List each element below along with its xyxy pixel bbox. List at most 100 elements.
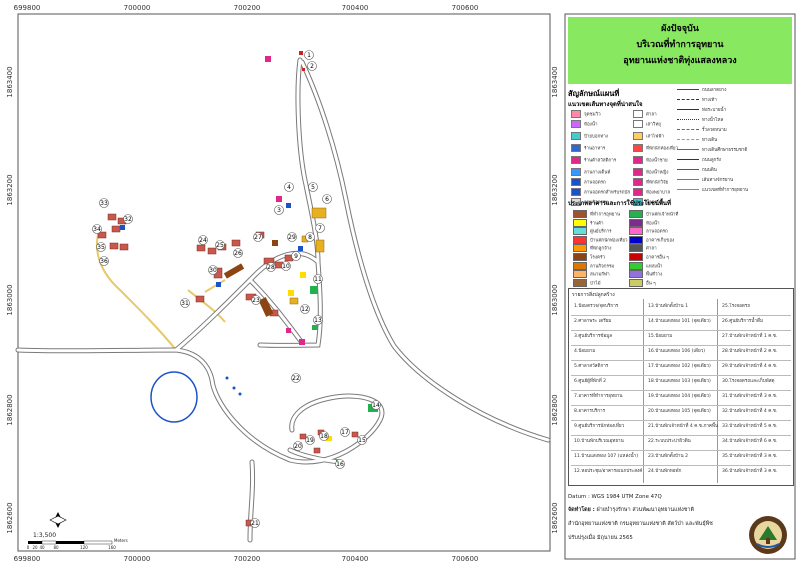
landuse-item-8: ที่พักลูกจ้าง <box>573 244 612 253</box>
table-divider-1 <box>643 299 644 483</box>
marker-26[interactable]: 26 <box>233 248 243 258</box>
landuse-swatch-16 <box>573 278 587 287</box>
house-15[interactable] <box>351 431 359 438</box>
marker-27[interactable]: 27 <box>253 232 263 242</box>
marker-13[interactable]: 13 <box>313 315 323 325</box>
marker-33[interactable]: 33 <box>99 198 109 208</box>
marker-20[interactable]: 20 <box>293 441 303 451</box>
house-33[interactable] <box>107 213 117 221</box>
marker-34[interactable]: 34 <box>92 224 102 234</box>
marker-5-label: 5 <box>311 184 315 191</box>
marker-16-label: 16 <box>336 461 344 468</box>
table-row-line <box>571 330 791 331</box>
building-entry-30: 30.โรงจอดรถและเก็บพัสดุ <box>722 379 775 384</box>
marker-10[interactable]: 10 <box>281 261 291 271</box>
landuse-swatch-1 <box>629 210 643 218</box>
staff-house-11[interactable] <box>310 286 318 294</box>
marker-14[interactable]: 14 <box>371 400 381 410</box>
marker-30[interactable]: 30 <box>208 265 218 275</box>
legend-poi-8: ลานกิจกรรม <box>571 198 608 206</box>
marker-22[interactable]: 22 <box>291 373 301 383</box>
y-tick-right-2: 1863000 <box>551 284 559 315</box>
legend-line-9-label: เส้นทางจักรยาน <box>702 178 734 183</box>
house-24[interactable] <box>196 244 206 252</box>
datum-text: Datum : WGS 1984 UTM Zone 47Q <box>568 494 662 500</box>
house-25[interactable] <box>207 247 217 255</box>
marker-30-label: 30 <box>209 267 217 274</box>
legend-frame <box>564 13 796 560</box>
barbed-wire-swatch <box>677 129 699 130</box>
landuse-swatch-9 <box>629 244 643 253</box>
visitor-center[interactable] <box>311 207 327 219</box>
marker-11[interactable]: 11 <box>313 274 323 284</box>
marker-15[interactable]: 15 <box>357 435 367 445</box>
park-office[interactable] <box>258 297 274 317</box>
marker-6[interactable]: 6 <box>322 194 332 204</box>
legend-poi-15: ที่พักนักวิจัย <box>633 178 668 186</box>
marker-25[interactable]: 25 <box>215 240 225 250</box>
marker-29[interactable]: 29 <box>287 232 297 242</box>
marker-5[interactable]: 5 <box>308 182 318 192</box>
marker-8[interactable]: 8 <box>305 232 315 242</box>
house-32b[interactable] <box>111 225 121 233</box>
house-27[interactable] <box>231 239 241 247</box>
house-31[interactable] <box>195 295 205 303</box>
house-19[interactable] <box>313 447 321 454</box>
marker-22-label: 22 <box>292 375 300 382</box>
marker-1[interactable]: 1 <box>304 50 314 60</box>
made-by-text: ฝ่ายบำรุงรักษา ส่วนพัฒนาอุทยานแห่งชาติ <box>596 507 694 513</box>
garage-30[interactable] <box>223 263 245 279</box>
marker-17[interactable]: 17 <box>340 427 350 437</box>
marker-7[interactable]: 7 <box>315 223 325 233</box>
marker-12[interactable]: 12 <box>300 304 310 314</box>
shop-b[interactable] <box>288 290 294 296</box>
house-35b[interactable] <box>119 243 129 251</box>
marker-32[interactable]: 32 <box>123 214 133 224</box>
marker-21[interactable]: 21 <box>250 518 260 528</box>
legend-poi-5: ลานกางเต็นท์ <box>571 168 610 176</box>
scale-label-4: 120 <box>80 545 88 550</box>
building-entry-33: 33.บ้านพักเจ้าหน้าที่ 5 ค.ช. <box>722 424 778 429</box>
marker-19[interactable]: 19 <box>305 435 315 445</box>
marker-23[interactable]: 23 <box>251 295 261 305</box>
marker-18[interactable]: 18 <box>319 431 329 441</box>
staff-house-13[interactable] <box>312 325 318 330</box>
legend-line-2-label: ท่อระบายน้ำ <box>702 108 727 113</box>
marker-16[interactable]: 16 <box>335 459 345 469</box>
legend-line-10: แนวเขตที่ทำการอุทยาน <box>677 186 748 193</box>
shop-c[interactable] <box>326 436 332 441</box>
table-row-line <box>571 390 791 391</box>
marker-9[interactable]: 9 <box>291 251 301 261</box>
marker-28[interactable]: 28 <box>266 262 276 272</box>
house-34[interactable] <box>97 231 107 239</box>
building-entry-14: 14.บ้านแสงทอง 101 (จุดเดียว) <box>648 319 711 324</box>
building-8[interactable] <box>315 239 325 253</box>
numbered-markers: 1 2 3 4 5 6 7 8 9 10 11 12 13 14 15 16 1… <box>92 50 381 528</box>
marker-24[interactable]: 24 <box>198 235 208 245</box>
title-line-2: บริเวณที่ทำการอุทยาน <box>636 40 724 50</box>
legend-poi-3: ร้านอาหาร <box>571 144 605 152</box>
table-row-line <box>571 450 791 451</box>
x-tick-top-1: 700000 <box>124 4 151 12</box>
landuse-swatch-6 <box>573 235 587 244</box>
marker-3[interactable]: 3 <box>274 205 284 215</box>
landuse-item-9: ศาลา <box>629 244 657 253</box>
marker-4[interactable]: 4 <box>284 182 294 192</box>
building-entry-27: 27.บ้านพักเจ้าหน้าที่ 1 ค.ช. <box>722 334 778 339</box>
shop-a[interactable] <box>300 272 306 278</box>
landuse-label-5: ลานจอดรถ <box>646 229 668 235</box>
marker-35[interactable]: 35 <box>96 242 106 252</box>
building-4[interactable] <box>272 240 278 246</box>
house-35a[interactable] <box>109 242 119 250</box>
marker-31[interactable]: 31 <box>180 298 190 308</box>
shop-12[interactable] <box>289 297 299 305</box>
legend-poi-14: ห้องน้ำหญิง <box>633 168 668 176</box>
roads-fill <box>16 58 550 542</box>
house-18[interactable] <box>299 433 307 440</box>
marker-36[interactable]: 36 <box>99 256 109 266</box>
legend-poi-4: ร้านค้าสวัสดิการ <box>571 156 616 164</box>
y-tick-left-2: 1863000 <box>6 284 14 315</box>
marker-2[interactable]: 2 <box>307 61 317 71</box>
legend-poi-5-label: ลานกางเต็นท์ <box>584 170 611 176</box>
